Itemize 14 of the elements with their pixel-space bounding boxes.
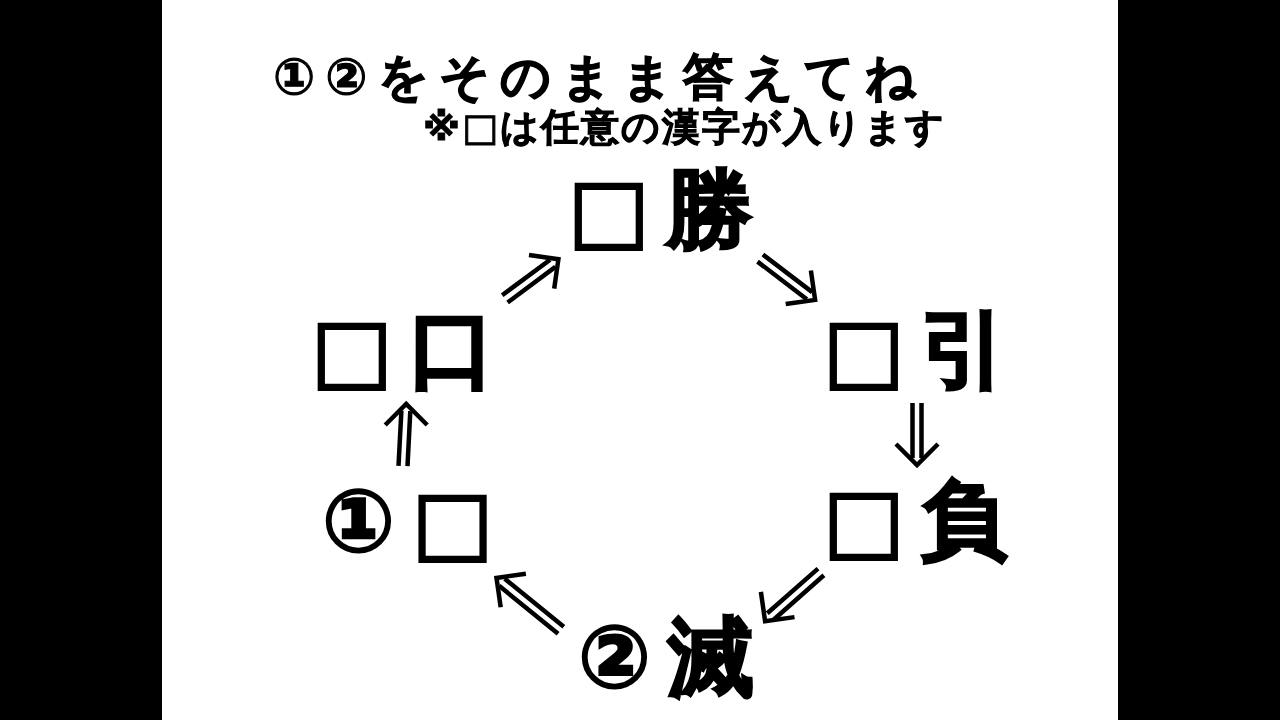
- double-arrow: [499, 252, 561, 305]
- double-arrow: [382, 401, 430, 469]
- kanji-pair: □負: [823, 476, 1025, 562]
- kanji-pair: □引: [823, 306, 1025, 392]
- double-arrow: [494, 571, 567, 636]
- double-arrow: [758, 566, 827, 624]
- note-text: ※□は任意の漢字が入ります: [423, 107, 946, 149]
- kanji-pair: □口: [311, 306, 513, 392]
- title: ①②をそのまま答えてね: [273, 50, 926, 105]
- double-arrow: [755, 252, 818, 307]
- double-arrow: [893, 400, 941, 468]
- kanji-pair: ②滅: [578, 614, 771, 700]
- kanji-pair: □勝: [568, 166, 770, 252]
- kanji-pair: ①□: [322, 478, 511, 564]
